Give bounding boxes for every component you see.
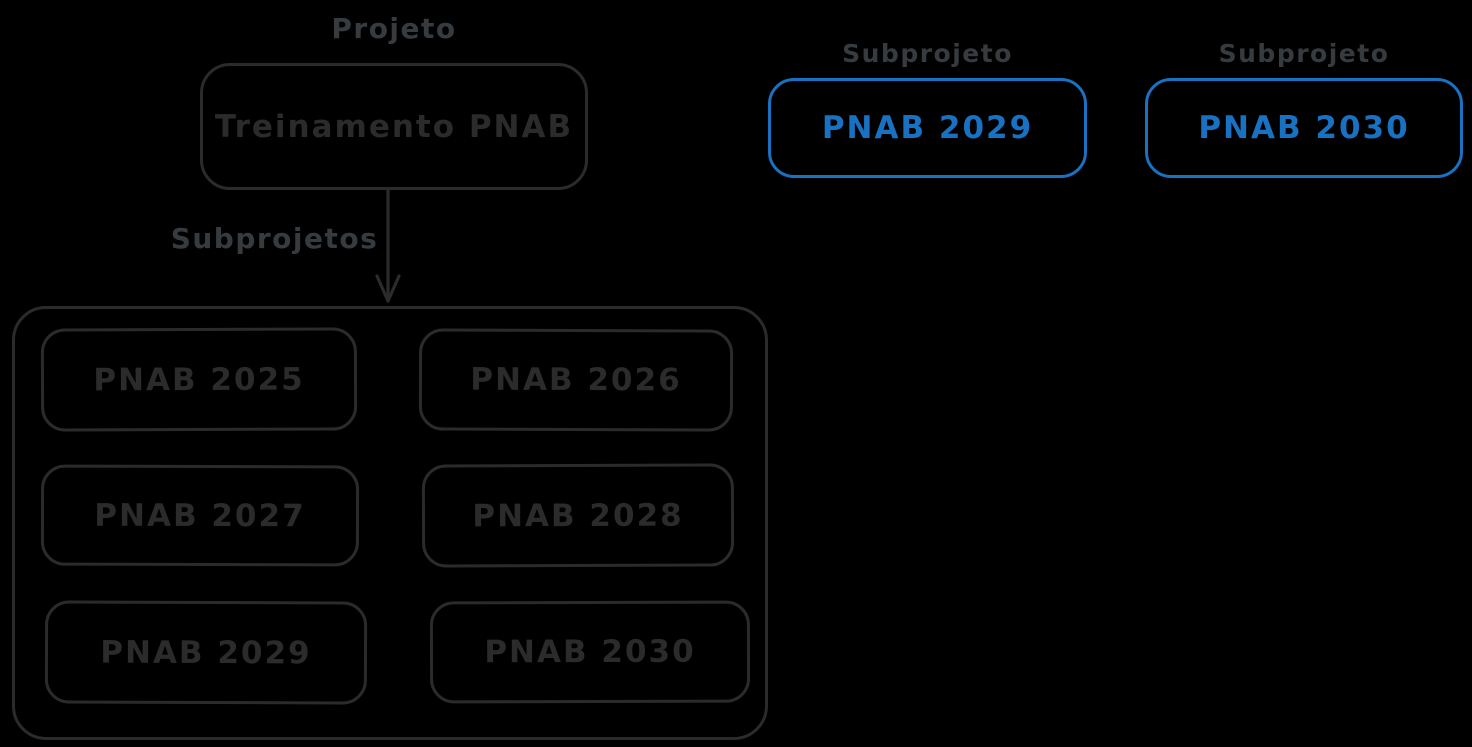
subproject-title: PNAB 2030 — [484, 633, 696, 671]
subproject-title: PNAB 2027 — [94, 497, 306, 534]
subproject-box-pnab-2026: PNAB 2026 — [418, 328, 734, 432]
highlighted-subproject-box-pnab-2029: PNAB 2029 — [768, 78, 1087, 178]
highlighted-subproject-label-1: Subprojeto — [842, 39, 1013, 68]
project-title: Treinamento PNAB — [214, 108, 574, 145]
subproject-box-pnab-2030: PNAB 2030 — [429, 600, 751, 704]
subproject-box-pnab-2029: PNAB 2029 — [44, 600, 368, 705]
subprojects-container: PNAB 2025 PNAB 2026 PNAB 2027 PNAB 2028 … — [12, 306, 768, 740]
highlighted-subproject-label-2: Subprojeto — [1218, 39, 1390, 68]
subprojects-arrow — [375, 188, 401, 303]
subproject-title: PNAB 2026 — [470, 361, 682, 399]
subproject-box-pnab-2028: PNAB 2028 — [421, 463, 735, 568]
subproject-title: PNAB 2025 — [93, 361, 305, 398]
subprojects-arrow-label: Subprojetos — [170, 222, 379, 255]
subproject-title: PNAB 2028 — [472, 497, 684, 534]
project-box: Treinamento PNAB — [200, 63, 588, 190]
highlighted-subproject-box-pnab-2030: PNAB 2030 — [1145, 78, 1463, 178]
project-label: Projeto — [331, 12, 457, 45]
subproject-box-pnab-2025: PNAB 2025 — [40, 327, 358, 432]
highlighted-subproject-title: PNAB 2030 — [1198, 110, 1410, 146]
highlighted-subproject-title: PNAB 2029 — [821, 110, 1034, 146]
subproject-box-pnab-2027: PNAB 2027 — [40, 464, 360, 567]
subproject-title: PNAB 2029 — [100, 634, 312, 671]
